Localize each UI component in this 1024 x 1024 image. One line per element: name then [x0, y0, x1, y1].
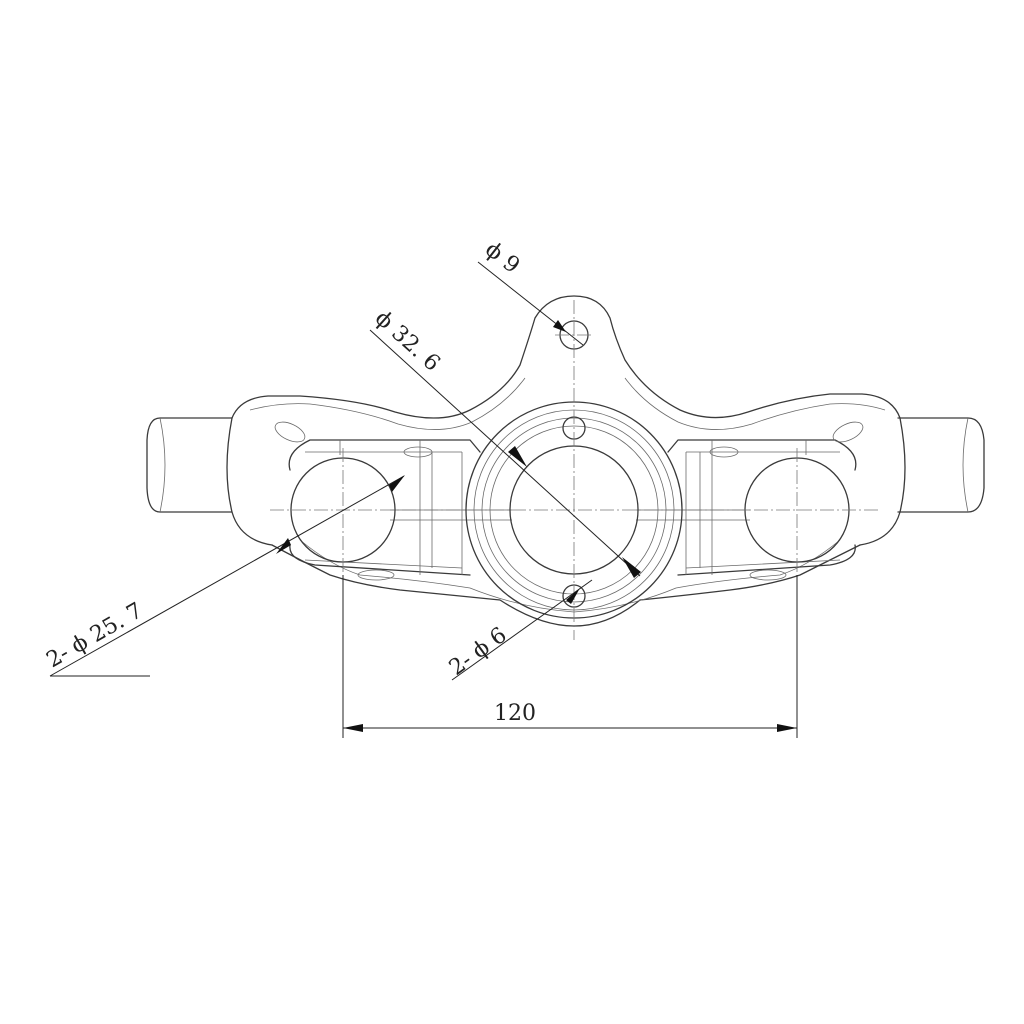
dimension-lines: [49, 261, 798, 738]
right-stub-tube: [897, 417, 985, 513]
label-side-bores: 2- ϕ 25. 7: [43, 598, 148, 673]
label-center-distance: 120: [494, 701, 536, 726]
body-top-contour: [231, 295, 901, 419]
center-lines: [270, 300, 880, 640]
label-bolt-holes: 2- ϕ 6: [445, 623, 512, 681]
bolt-hole-bottom: [562, 584, 586, 608]
label-small-hole: ϕ 9: [480, 237, 524, 279]
body-bottom-contour: [271, 544, 861, 627]
label-center-bore: ϕ 32. 6: [370, 306, 445, 377]
left-stub-tube: [146, 417, 233, 513]
